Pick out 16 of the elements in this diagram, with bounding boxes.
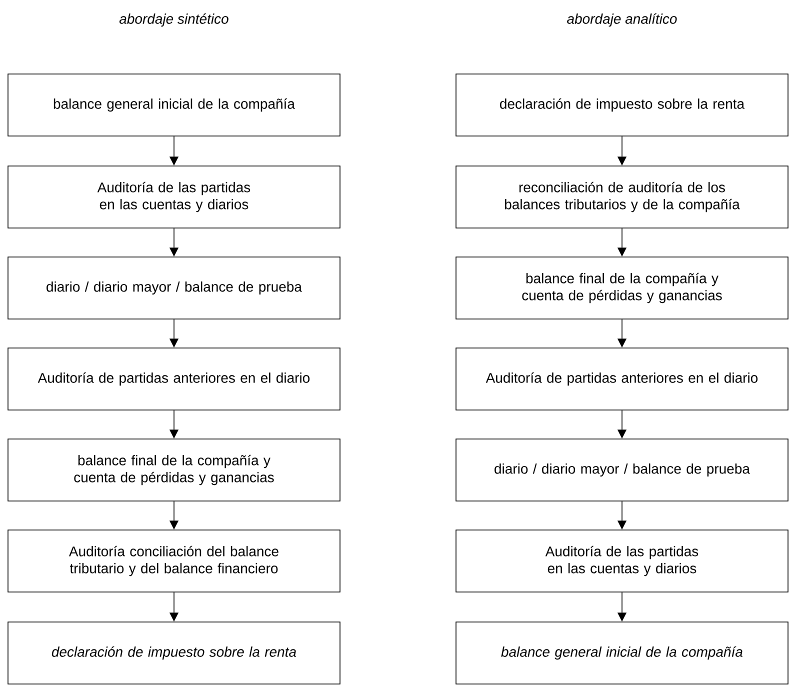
- process-box: balance general inicial de la compañía: [456, 622, 788, 684]
- process-box: balance final de la compañía y cuenta de pérdidas y ganancias: [456, 256, 788, 320]
- process-box: diario / diario mayor / balance de prueba: [456, 438, 788, 502]
- process-box: Auditoría conciliación del balance tributario y del balance financiero: [8, 530, 340, 592]
- process-box: Auditoría de partidas anteriores en el diario: [8, 348, 340, 410]
- process-box: Auditoría de partidas anteriores en el diario: [456, 348, 788, 410]
- process-box: declaración de impuesto sobre la renta: [8, 622, 340, 684]
- process-box: Auditoría de las partidas en las cuentas y diarios: [456, 530, 788, 592]
- column-heading: abordaje sintético: [119, 13, 228, 27]
- column-heading: abordaje analítico: [567, 13, 677, 27]
- process-box: diario / diario mayor / balance de prueba: [8, 256, 340, 320]
- process-box: reconciliación de auditoría de los balances tributarios y de la compañía: [456, 166, 788, 228]
- process-box: declaración de impuesto sobre la renta: [456, 74, 788, 136]
- process-box: balance final de la compañía y cuenta de pérdidas y ganancias: [8, 438, 340, 502]
- process-box: Auditoría de las partidas en las cuentas y diarios: [8, 166, 340, 228]
- process-box: balance general inicial de la compañía: [8, 74, 340, 136]
